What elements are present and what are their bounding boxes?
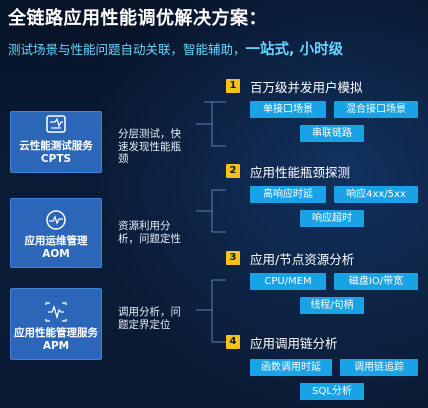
- tag-response-4xx-5xx: 响应4xx/5xx: [334, 186, 418, 203]
- category-4: 4 应用调用链分析: [226, 334, 338, 351]
- category-2: 2 应用性能瓶颈探测: [226, 163, 351, 180]
- category-number-badge: 2: [226, 164, 240, 178]
- service-abbr: APM: [42, 340, 70, 352]
- service-name: 应用性能管理服务: [14, 327, 98, 339]
- service-box-cpts: 云性能测试服务 CPTS: [10, 111, 102, 173]
- tag-high-latency: 高响应时延: [250, 186, 326, 203]
- tag-chain-link: 串联链路: [300, 125, 364, 142]
- service-box-apm: 应用性能管理服务 APM: [10, 288, 102, 360]
- performance-test-icon: [46, 115, 66, 133]
- service-desc-apm: 调用分析，问题定界定位: [118, 306, 181, 331]
- category-label: 应用/节点资源分析: [250, 251, 355, 267]
- bracket-aom: [196, 189, 226, 233]
- service-desc-cpts: 分层测试，快速发现性能瓶颈: [118, 128, 181, 165]
- category-number-badge: 1: [226, 79, 240, 93]
- tag-single-interface: 单接口场景: [250, 101, 326, 118]
- service-abbr: CPTS: [40, 153, 72, 165]
- monitor-pulse-icon: [46, 210, 66, 230]
- tag-call-chain-trace: 调用链追踪: [340, 359, 418, 376]
- category-3: 3 应用/节点资源分析: [226, 250, 355, 267]
- tag-cpu-mem: CPU/MEM: [250, 273, 326, 290]
- subtitle-main: 测试场景与性能问题自动关联，智能辅助，: [8, 42, 246, 57]
- service-box-aom: 应用运维管理 AOM: [10, 198, 102, 268]
- category-number-badge: 3: [226, 251, 240, 265]
- tag-thread-handle: 线程/句柄: [300, 297, 364, 314]
- tag-function-call-latency: 函数调用时延: [250, 359, 332, 376]
- tag-mixed-interface: 混合接口场景: [334, 101, 418, 118]
- service-name: 应用运维管理: [24, 235, 88, 247]
- page-title: 全链路应用性能调优解决方案：: [8, 8, 267, 29]
- service-abbr: AOM: [42, 248, 70, 260]
- category-label: 百万级并发用户模拟: [250, 79, 363, 95]
- bracket-apm: [196, 279, 226, 343]
- service-name: 云性能测试服务: [19, 140, 93, 152]
- category-1: 1 百万级并发用户模拟: [226, 78, 363, 95]
- category-number-badge: 4: [226, 335, 240, 349]
- trace-pulse-icon: [45, 302, 67, 322]
- tag-disk-io-bandwidth: 磁盘IO/带宽: [334, 273, 418, 290]
- service-desc-aom: 资源利用分析，问题定性: [118, 220, 181, 245]
- category-label: 应用调用链分析: [250, 335, 338, 351]
- category-label: 应用性能瓶颈探测: [250, 164, 351, 180]
- tag-sql-analysis: SQL分析: [300, 383, 364, 400]
- subtitle-emphasis: 一站式, 小时级: [245, 42, 344, 58]
- tag-response-timeout: 响应超时: [300, 210, 364, 227]
- page-subtitle: 测试场景与性能问题自动关联，智能辅助，一站式, 小时级: [8, 38, 420, 59]
